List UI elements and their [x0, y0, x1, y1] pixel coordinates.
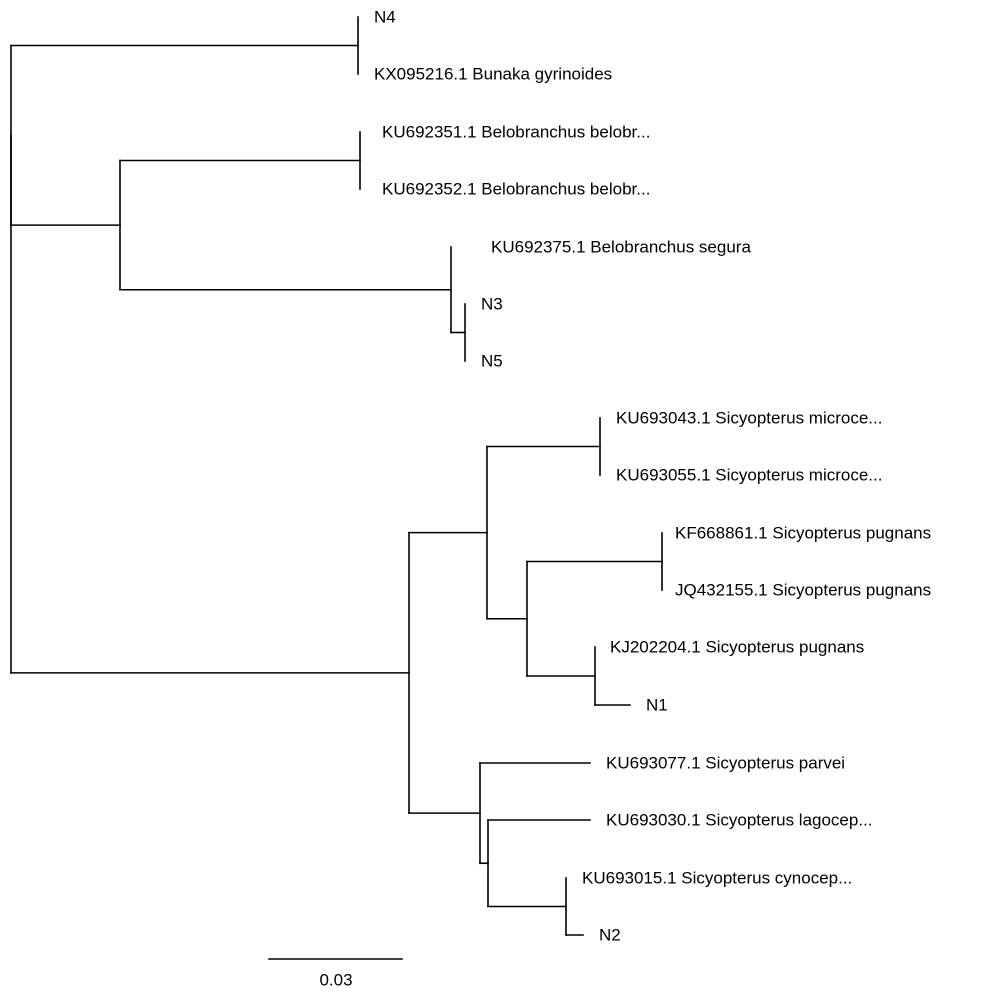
leaf-label-n4: N4 [374, 8, 396, 27]
leaf-label-ku693030: KU693030.1 Sicyopterus lagocep... [606, 811, 873, 830]
leaf-label-ku692375: KU692375.1 Belobranchus segura [491, 238, 751, 257]
leaf-label-ku693055: KU693055.1 Sicyopterus microce... [616, 466, 882, 485]
leaf-label-ku693043: KU693043.1 Sicyopterus microce... [616, 409, 882, 428]
scale-bar-label: 0.03 [319, 971, 352, 990]
leaf-label-kx095216: KX095216.1 Bunaka gyrinoides [374, 65, 612, 84]
leaf-label-jq432155: JQ432155.1 Sicyopterus pugnans [675, 581, 931, 600]
leaf-label-kj202204: KJ202204.1 Sicyopterus pugnans [610, 638, 864, 657]
leaf-label-ku692352: KU692352.1 Belobranchus belobr... [382, 180, 650, 199]
leaf-label-n5: N5 [481, 352, 503, 371]
leaf-label-ku693077: KU693077.1 Sicyopterus parvei [606, 754, 845, 773]
leaf-label-ku692351: KU692351.1 Belobranchus belobr... [382, 123, 650, 142]
leaf-label-ku693015: KU693015.1 Sicyopterus cynocep... [582, 869, 852, 888]
leaf-label-n2: N2 [599, 926, 621, 945]
leaf-label-kf668861: KF668861.1 Sicyopterus pugnans [675, 524, 931, 543]
leaf-label-n1: N1 [646, 696, 668, 715]
leaf-label-n3: N3 [481, 295, 503, 314]
